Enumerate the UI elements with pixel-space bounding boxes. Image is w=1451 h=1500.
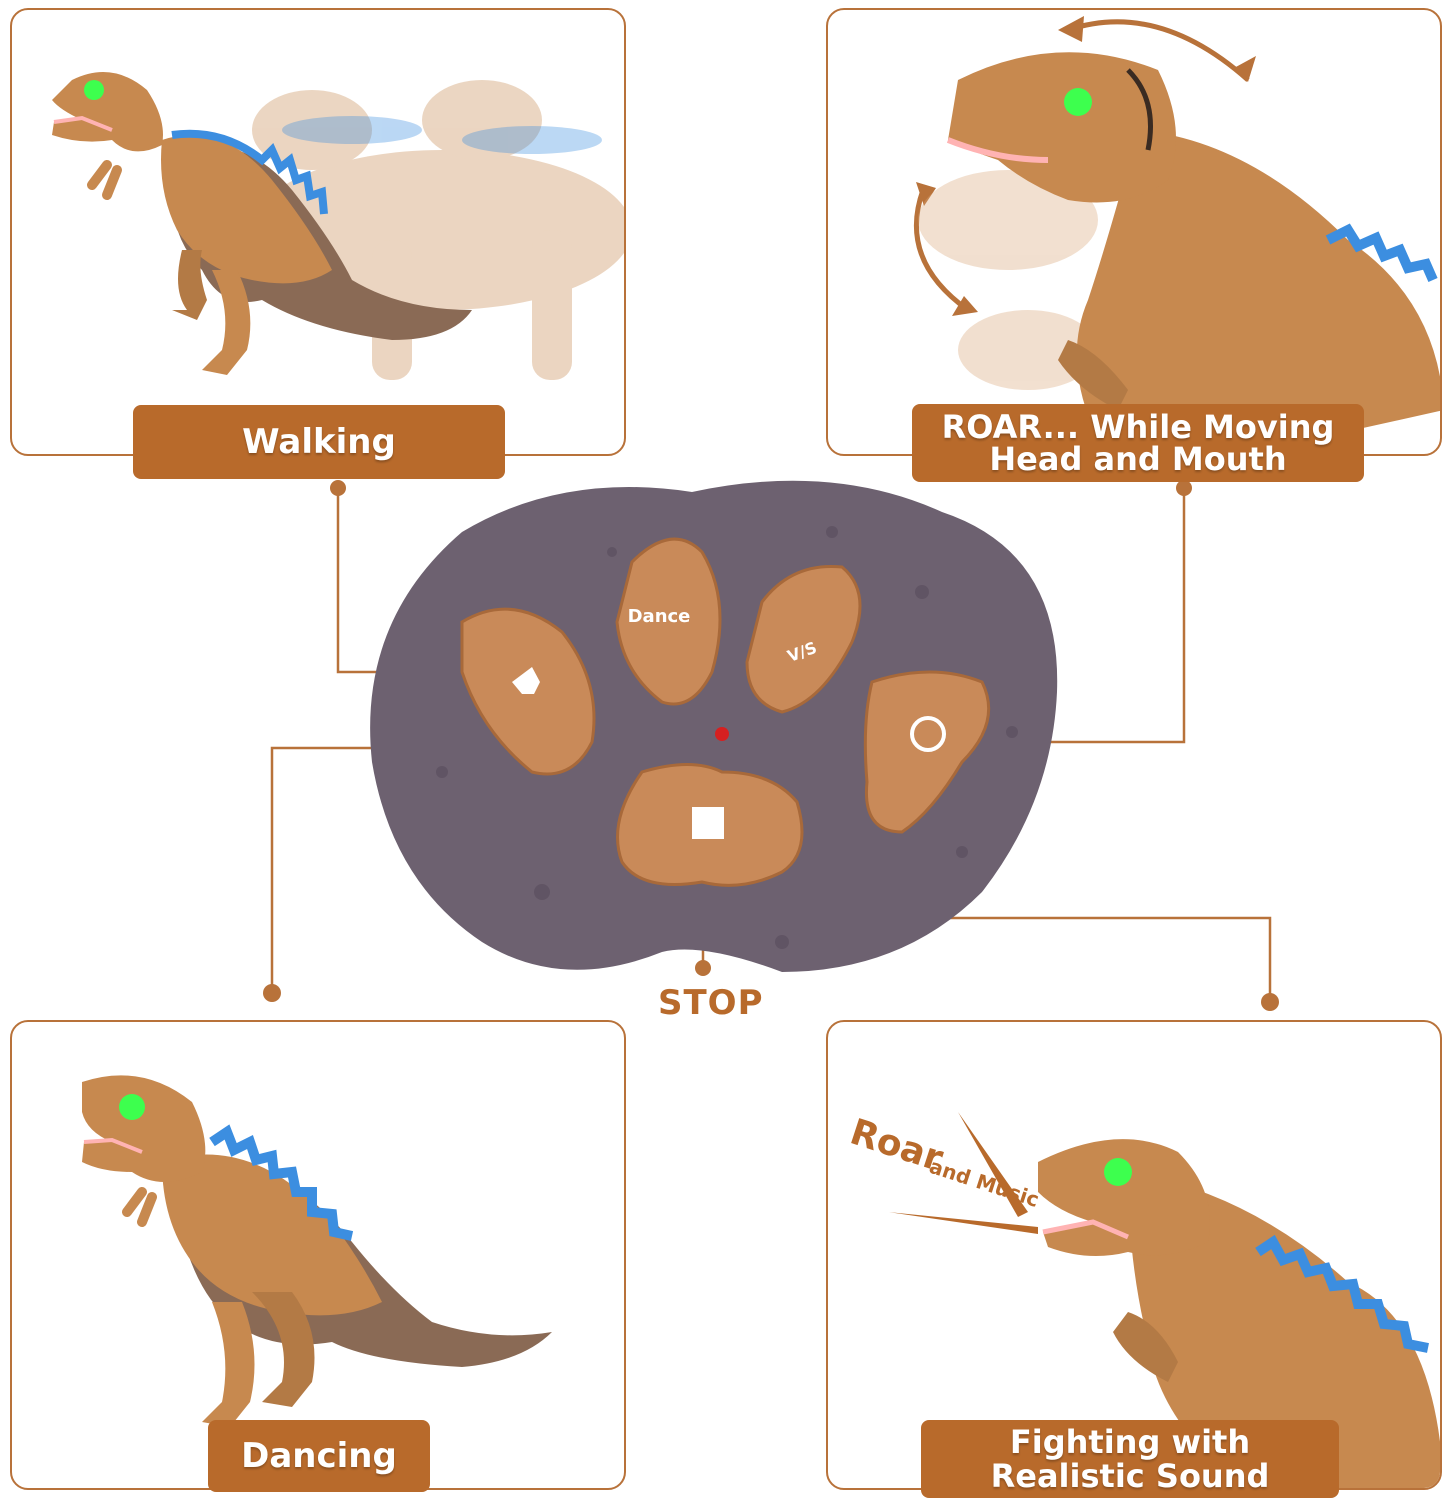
- remote-buttons: Dance V/S: [460, 537, 991, 887]
- walking-label: Walking: [133, 405, 505, 479]
- roar-dino-image: [914, 16, 1440, 454]
- dancing-label: Dancing: [208, 1420, 430, 1492]
- fighting-label-line2: Realistic Sound: [990, 1457, 1270, 1495]
- walking-label-text: Walking: [242, 422, 396, 462]
- stop-label: STOP: [658, 983, 764, 1023]
- roar-panel: [826, 8, 1442, 456]
- walking-dino-image: [52, 72, 624, 380]
- stop-button[interactable]: [616, 763, 804, 887]
- roar-label-line1: ROAR... While Moving: [941, 408, 1335, 446]
- and-music-annotation: and Music: [926, 1154, 1042, 1212]
- fighting-panel: Roar and Music: [826, 1020, 1442, 1490]
- fighting-dino-image: Roar and Music: [845, 1112, 1440, 1488]
- dino-walk-icon: [512, 667, 540, 694]
- stop-icon: [692, 807, 724, 839]
- dancing-dino-image: [82, 1075, 552, 1427]
- walk-button[interactable]: [460, 607, 596, 776]
- roar-label: ROAR... While Moving Head and Mouth: [912, 404, 1364, 482]
- fighting-label-line1: Fighting with: [1009, 1423, 1251, 1461]
- roar-label-line2: Head and Mouth: [989, 440, 1287, 478]
- walking-panel: [10, 8, 626, 456]
- dance-button-label: Dance: [628, 606, 691, 627]
- dino-head-icon: [910, 716, 946, 752]
- dino-walking: [52, 72, 472, 375]
- fighting-label: Fighting with Realistic Sound: [921, 1420, 1339, 1498]
- remote-control: [370, 480, 1058, 972]
- dancing-label-text: Dancing: [241, 1436, 397, 1476]
- roar-button[interactable]: [863, 670, 991, 834]
- dance-button[interactable]: Dance: [615, 537, 722, 706]
- vs-button[interactable]: V/S: [745, 564, 862, 714]
- led-indicator: [715, 727, 729, 741]
- dancing-panel: [10, 1020, 626, 1490]
